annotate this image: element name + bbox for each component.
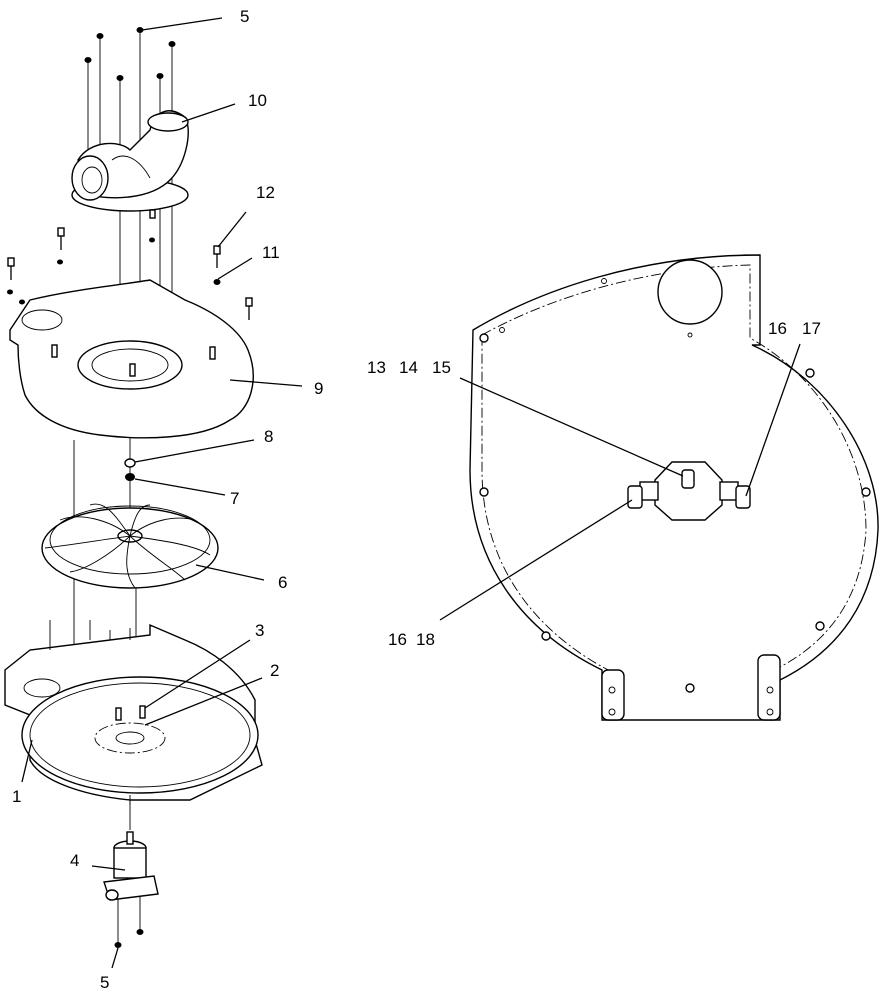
exploded-view [4, 27, 263, 948]
elbow-duct [71, 110, 189, 212]
mounting-plate [9, 279, 254, 439]
callout-18: 18 [416, 630, 435, 649]
callout-2: 2 [270, 661, 279, 680]
hydraulic-motor [103, 831, 159, 901]
callout-5-top: 5 [240, 7, 249, 26]
callout-12: 12 [256, 183, 275, 202]
callout-16-right: 16 [768, 319, 787, 338]
hub-washers [124, 458, 136, 481]
bottom-nuts [114, 929, 144, 948]
callout-labels: 5 10 12 11 9 8 7 6 3 2 1 4 5 13 14 15 16… [12, 7, 821, 992]
callout-14: 14 [399, 358, 418, 377]
motor-with-fittings [627, 461, 751, 521]
callout-17: 17 [802, 319, 821, 338]
callout-5-bottom: 5 [100, 973, 109, 992]
callout-1: 1 [12, 787, 21, 806]
callout-9: 9 [314, 379, 323, 398]
callout-6: 6 [278, 573, 287, 592]
fan-housing [4, 620, 263, 805]
leader-lines [21, 17, 801, 969]
callout-8: 8 [264, 427, 273, 446]
callout-15: 15 [432, 358, 451, 377]
bolts-and-washers [7, 209, 253, 320]
callout-10: 10 [248, 91, 267, 110]
callout-13: 13 [367, 358, 386, 377]
callout-16-bottom: 16 [388, 630, 407, 649]
callout-4: 4 [70, 851, 79, 870]
impeller [41, 503, 219, 589]
callout-3: 3 [255, 621, 264, 640]
top-nuts [84, 27, 176, 81]
callout-7: 7 [230, 489, 239, 508]
callout-11: 11 [262, 243, 280, 262]
assembled-view [469, 254, 879, 721]
